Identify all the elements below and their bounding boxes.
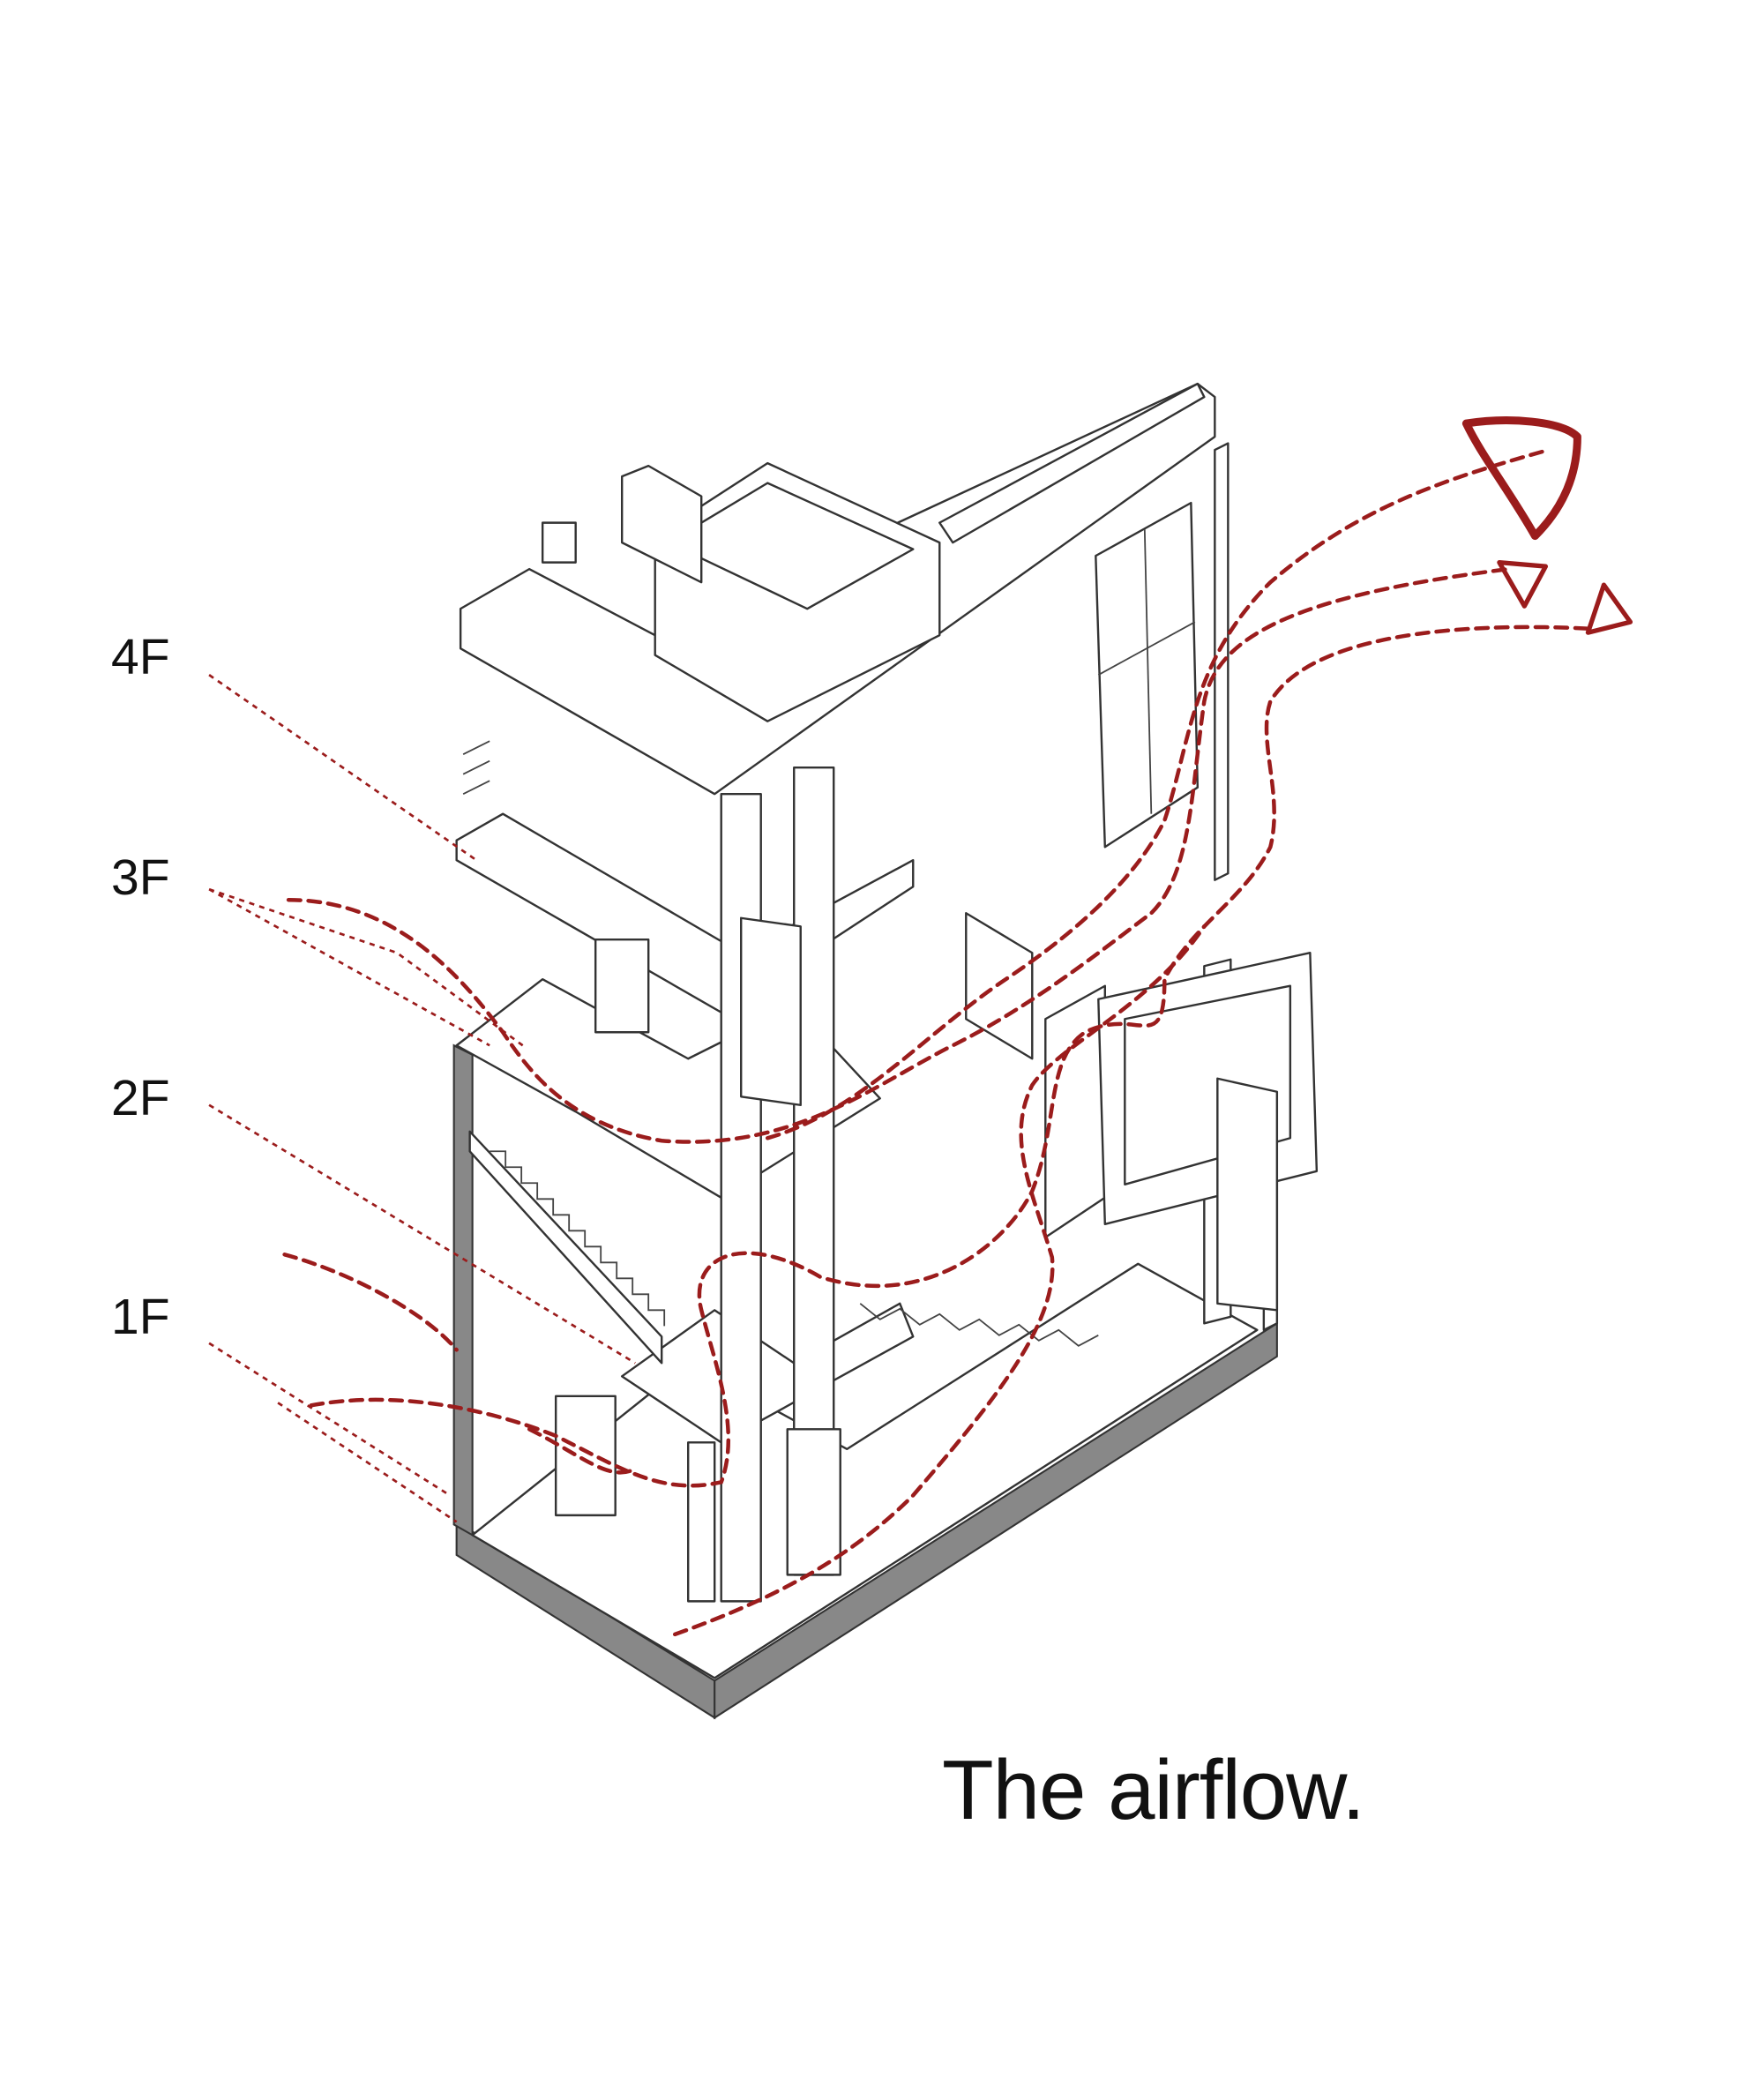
airflow-path — [286, 566, 1511, 1144]
floor-label-2f: 2F — [111, 1070, 170, 1126]
diagram-caption: The airflow. — [942, 1743, 1365, 1837]
floor-label-1f: 1F — [111, 1289, 170, 1345]
column — [687, 1441, 716, 1603]
airflow-path — [765, 447, 1551, 1140]
wind-cone-small-icon — [1585, 582, 1633, 635]
wind-cone-large-icon — [1461, 416, 1581, 541]
left-wall-section — [452, 1043, 474, 1537]
windows — [965, 501, 1319, 1312]
wind-cone-small-icon — [1497, 560, 1549, 609]
airflow-paths — [282, 447, 1590, 1637]
floor-slab-3f — [455, 812, 915, 1013]
roof-box-top — [667, 482, 915, 610]
floor-label-3f: 3F — [111, 849, 170, 906]
staircase — [468, 1130, 663, 1365]
ground-slab-right — [714, 1321, 1278, 1720]
building-structure — [452, 382, 1319, 1720]
left-railing — [462, 521, 650, 1034]
airflow-path — [672, 924, 1207, 1637]
wind-source-icons — [1461, 416, 1633, 635]
roof-edge — [938, 382, 1206, 544]
stair-steps — [490, 1150, 1099, 1347]
airflow-path — [527, 1427, 638, 1475]
floor-label-4f: 4F — [111, 629, 170, 685]
airflow-path — [282, 1253, 459, 1352]
parapet — [620, 464, 703, 584]
panel — [740, 916, 802, 1107]
floor-leaders — [208, 674, 636, 1523]
column — [720, 792, 762, 1603]
door-frame — [554, 1395, 617, 1517]
door-1f — [786, 1428, 841, 1576]
